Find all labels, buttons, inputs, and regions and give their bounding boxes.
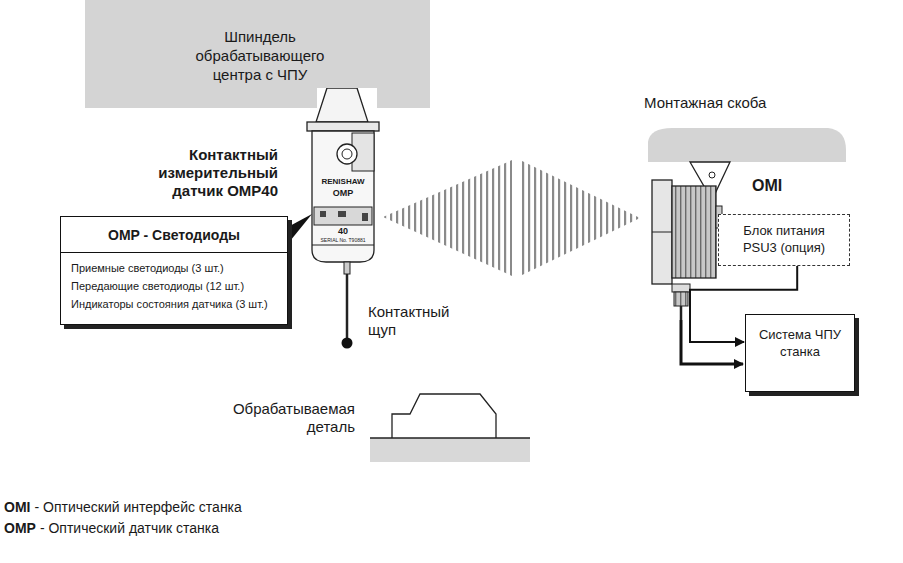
legend-text: - Оптический интерфейс станка — [34, 499, 354, 516]
option-box: Блок питания PSU3 (опция) — [718, 214, 850, 266]
spindle-block: Шпиндель обрабатывающего центра с ЧПУ — [85, 0, 430, 110]
box-item: Приемные светодиоды (3 шт.) — [61, 261, 287, 279]
part-label: OMP — [313, 188, 373, 199]
box-label: Система ЧПУ станка — [752, 327, 848, 361]
cnc-box: Система ЧПУ станка — [745, 314, 855, 392]
part-label: Обрабатываемая деталь — [225, 400, 355, 436]
spindle-label: Шпиндель обрабатывающего центра с ЧПУ — [180, 28, 340, 84]
part-label: SERIAL No. T90881 — [313, 237, 373, 243]
part-label: Контактный измерительный датчик OMP40 — [140, 146, 278, 200]
part-label: Контактный щуп — [368, 303, 478, 339]
box-heading: OMP - Светодиоды — [61, 217, 287, 253]
box-item: Передающие светодиоды (12 шт.) — [61, 279, 287, 297]
part-label: OMI — [752, 176, 802, 195]
legend-text: OMP — [4, 520, 36, 537]
part-label: Монтажная скоба — [644, 94, 804, 112]
legend-text: - Оптический датчик станка — [40, 520, 360, 537]
box-label: Блок питания PSU3 (опция) — [725, 223, 843, 257]
legend-text: OMI — [4, 499, 30, 516]
part-label: 40 — [313, 226, 373, 237]
box-item: Индикаторы состояния датчика (3 шт.) — [61, 297, 287, 324]
led-info-box: OMP - СветодиодыПриемные светодиоды (3 ш… — [60, 216, 288, 325]
part-label: RENISHAW — [313, 177, 373, 187]
